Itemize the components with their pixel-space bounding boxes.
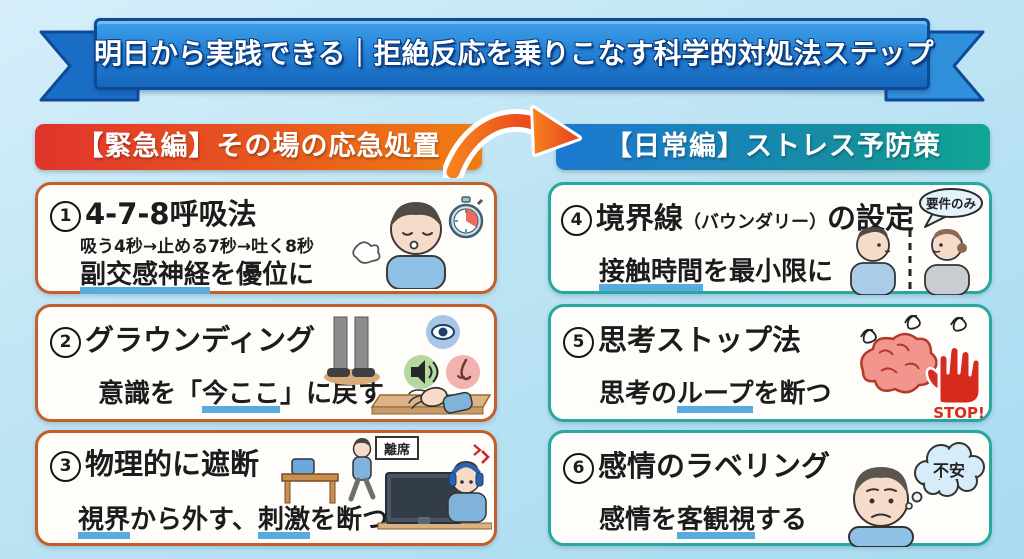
boundary-illustration: 要件のみ <box>850 188 983 295</box>
stop-hand-icon: STOP! <box>925 345 985 421</box>
breathing-person-illustration <box>352 196 484 289</box>
card-keyline: 副交感神経を優位に <box>80 254 314 294</box>
thought-label: 不安 <box>933 461 965 480</box>
walking-person <box>348 438 376 502</box>
nose-icon <box>446 355 480 389</box>
number-badge: 1 <box>50 200 81 232</box>
thought-stop-illustration: STOP! <box>860 314 985 421</box>
card-title-paren: （バウンダリー） <box>683 212 828 233</box>
leaving-desk-scene: 離席 <box>281 436 419 504</box>
brain-icon <box>860 332 938 394</box>
standing-feet <box>324 316 380 385</box>
number-badge: 4 <box>561 204 592 236</box>
scribble-icons <box>860 314 967 344</box>
transition-arrow-icon <box>441 96 598 184</box>
number-badge: 5 <box>563 326 594 358</box>
card-subtitle: 吸う4秒→止める7秒→吐く8秒 <box>80 237 314 257</box>
away-sign: 離席 <box>375 436 419 460</box>
speech-bubble: 要件のみ <box>919 188 983 228</box>
left-person <box>850 227 896 295</box>
ribbon-bar <box>94 18 930 90</box>
number-badge: 2 <box>50 326 81 358</box>
daily-section-header: 【日常編】ストレス予防策 <box>556 124 990 170</box>
card-title-text: 境界線 <box>596 201 684 235</box>
breathing-person <box>386 202 446 289</box>
shutdown-illustration: 離席 <box>281 436 492 530</box>
thought-cloud: 不安 <box>905 442 985 510</box>
number-badge: 6 <box>563 452 594 484</box>
card-keyline: 接触時間を最小限に <box>599 251 833 291</box>
stopwatch-icon <box>448 196 484 239</box>
grounding-illustration <box>324 315 492 415</box>
card-title-text: 思考ストップ法 <box>598 323 802 357</box>
card-title-text: 感情のラベリング <box>598 449 831 483</box>
worker-at-monitor-scene <box>377 444 492 530</box>
card-keyline: 視界から外す、刺激を断つ <box>78 499 388 539</box>
right-person <box>924 229 970 295</box>
labeling-illustration: 不安 <box>848 442 985 547</box>
card-keyline: 意識を「今ここ」に戻す <box>98 373 384 413</box>
eye-icon <box>426 315 460 349</box>
title-ribbon: 明日から実践できる｜拒絶反応を乗りこなす科学的対処法ステップ <box>38 14 986 106</box>
card-keyline: 感情を客観視する <box>599 499 807 539</box>
emergency-section-header: 【緊急編】その場の応急処置 <box>35 124 482 170</box>
speech-bubble-label: 要件のみ <box>926 196 977 211</box>
number-badge: 3 <box>50 450 81 482</box>
worried-person <box>848 467 914 547</box>
noise-mark-icon <box>473 444 482 456</box>
card-title-text: 4-7-8呼吸法 <box>85 197 257 231</box>
stop-label: STOP! <box>933 404 985 421</box>
noise-mark-icon <box>481 450 490 464</box>
headphones-person <box>447 461 487 523</box>
speaker-icon <box>404 355 439 389</box>
hand-on-table-icon <box>370 386 492 415</box>
away-sign-label: 離席 <box>384 442 410 458</box>
breath-puff-icon <box>352 241 381 264</box>
page-title: 明日から実践できる｜拒絶反応を乗りこなす科学的対処法ステップ <box>94 37 934 70</box>
card-keyline: 思考のループを断つ <box>599 373 831 413</box>
card-title-text: 物理的に遮断 <box>85 447 260 481</box>
card-title-text: グラウンディング <box>85 323 315 357</box>
